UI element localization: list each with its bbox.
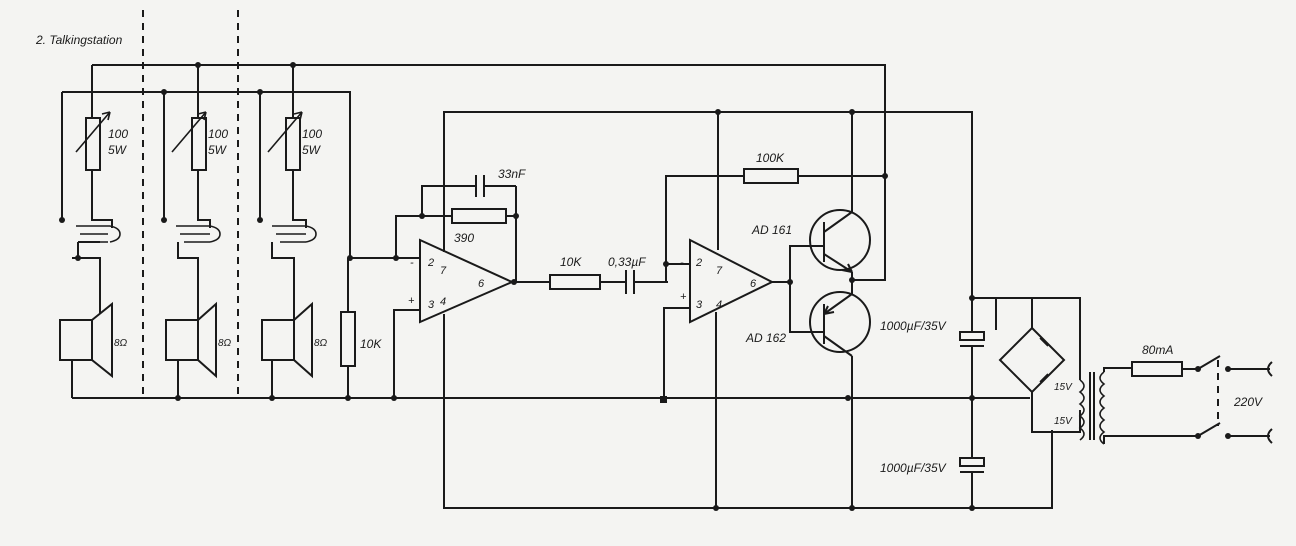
svg-text:5W: 5W [302,143,322,157]
switch-contact-2 [176,225,210,243]
svg-text:8Ω: 8Ω [218,338,232,349]
svg-text:2: 2 [695,257,702,269]
svg-text:0,33µF: 0,33µF [608,255,646,269]
capacitor-lower: 1000µF/35V [880,457,985,508]
svg-text:10K: 10K [560,255,582,269]
svg-text:8Ω: 8Ω [314,338,328,349]
svg-text:100K: 100K [756,151,785,165]
potentiometer-3 [285,117,301,171]
opamp1-power-pin4 [443,314,970,509]
svg-text:1000µF/35V: 1000µF/35V [880,319,947,333]
svg-text:2: 2 [427,257,434,269]
svg-text:100: 100 [108,127,128,141]
switch-contact-3 [272,225,306,243]
capacitor-upper: 1000µF/35V [880,319,985,458]
svg-text:100: 100 [302,127,322,141]
svg-text:15V: 15V [1054,382,1073,393]
station-2: 8Ω 100 5W [161,65,232,398]
svg-text:220V: 220V [1233,395,1263,409]
svg-text:10K: 10K [360,337,382,351]
opamp2-noninverting-input [663,307,690,400]
svg-text:15V: 15V [1054,416,1073,427]
svg-text:80mA: 80mA [1142,343,1173,357]
svg-text:33nF: 33nF [498,167,526,181]
svg-text:AD 162: AD 162 [745,331,786,345]
feedback-capacitor-33nf: 33nF [470,167,526,197]
speaker-1 [59,319,93,361]
station-3: 8Ω 100 5W [257,65,328,398]
coupling-capacitor: 0,33µF [608,255,646,294]
svg-text:5W: 5W [208,143,228,157]
output-node [852,176,886,281]
svg-text:6: 6 [478,278,485,290]
svg-text:1000µF/35V: 1000µF/35V [880,461,947,475]
svg-text:390: 390 [454,231,474,245]
opamp-1: 2 3 7 4 6 - + [408,238,515,324]
svg-text:+: + [408,295,415,307]
mains-switch: 220V [1195,355,1273,444]
svg-text:4: 4 [440,296,446,308]
svg-text:7: 7 [440,265,447,277]
svg-text:100: 100 [208,127,228,141]
svg-text:7: 7 [716,265,723,277]
svg-text:AD 161: AD 161 [751,223,792,237]
driver-to-bases [772,245,808,333]
svg-text:4: 4 [716,299,722,311]
feedback-resistor-100k: 100K [743,151,799,184]
positive-supply-rail [885,111,973,324]
speaker-2 [165,319,199,361]
top-rail-1 [92,64,886,176]
switch-contact-1 [76,225,110,243]
svg-text:3: 3 [696,299,703,311]
diagram-title: 2. Talkingstation [35,33,123,47]
transformer: 15V 15V [1054,371,1106,445]
transistor-ad161: AD 161 [751,112,871,273]
opamp1-power-pin7 [443,111,885,252]
bridge-rectifier [998,297,1081,433]
speaker-3 [261,319,295,361]
opamp1-noninverting-input [393,309,420,398]
svg-text:-: - [410,257,414,269]
svg-text:+: + [680,291,687,303]
svg-text:6: 6 [750,278,757,290]
transistor-ad162: AD 162 [745,291,871,508]
input-resistor-10k: 10K [340,258,382,398]
feedback-resistor-390: 390 [422,208,516,245]
series-resistor-10k: 10K [549,255,601,290]
svg-text:8Ω: 8Ω [114,338,128,349]
opamp-2: 2 3 7 4 6 - + [680,238,775,324]
fuse-80ma: 80mA [1131,343,1183,377]
svg-text:5W: 5W [108,143,128,157]
station-1: 8Ω 100 5W [59,65,128,398]
svg-text:3: 3 [428,299,435,311]
top-rail-2 [62,91,351,258]
